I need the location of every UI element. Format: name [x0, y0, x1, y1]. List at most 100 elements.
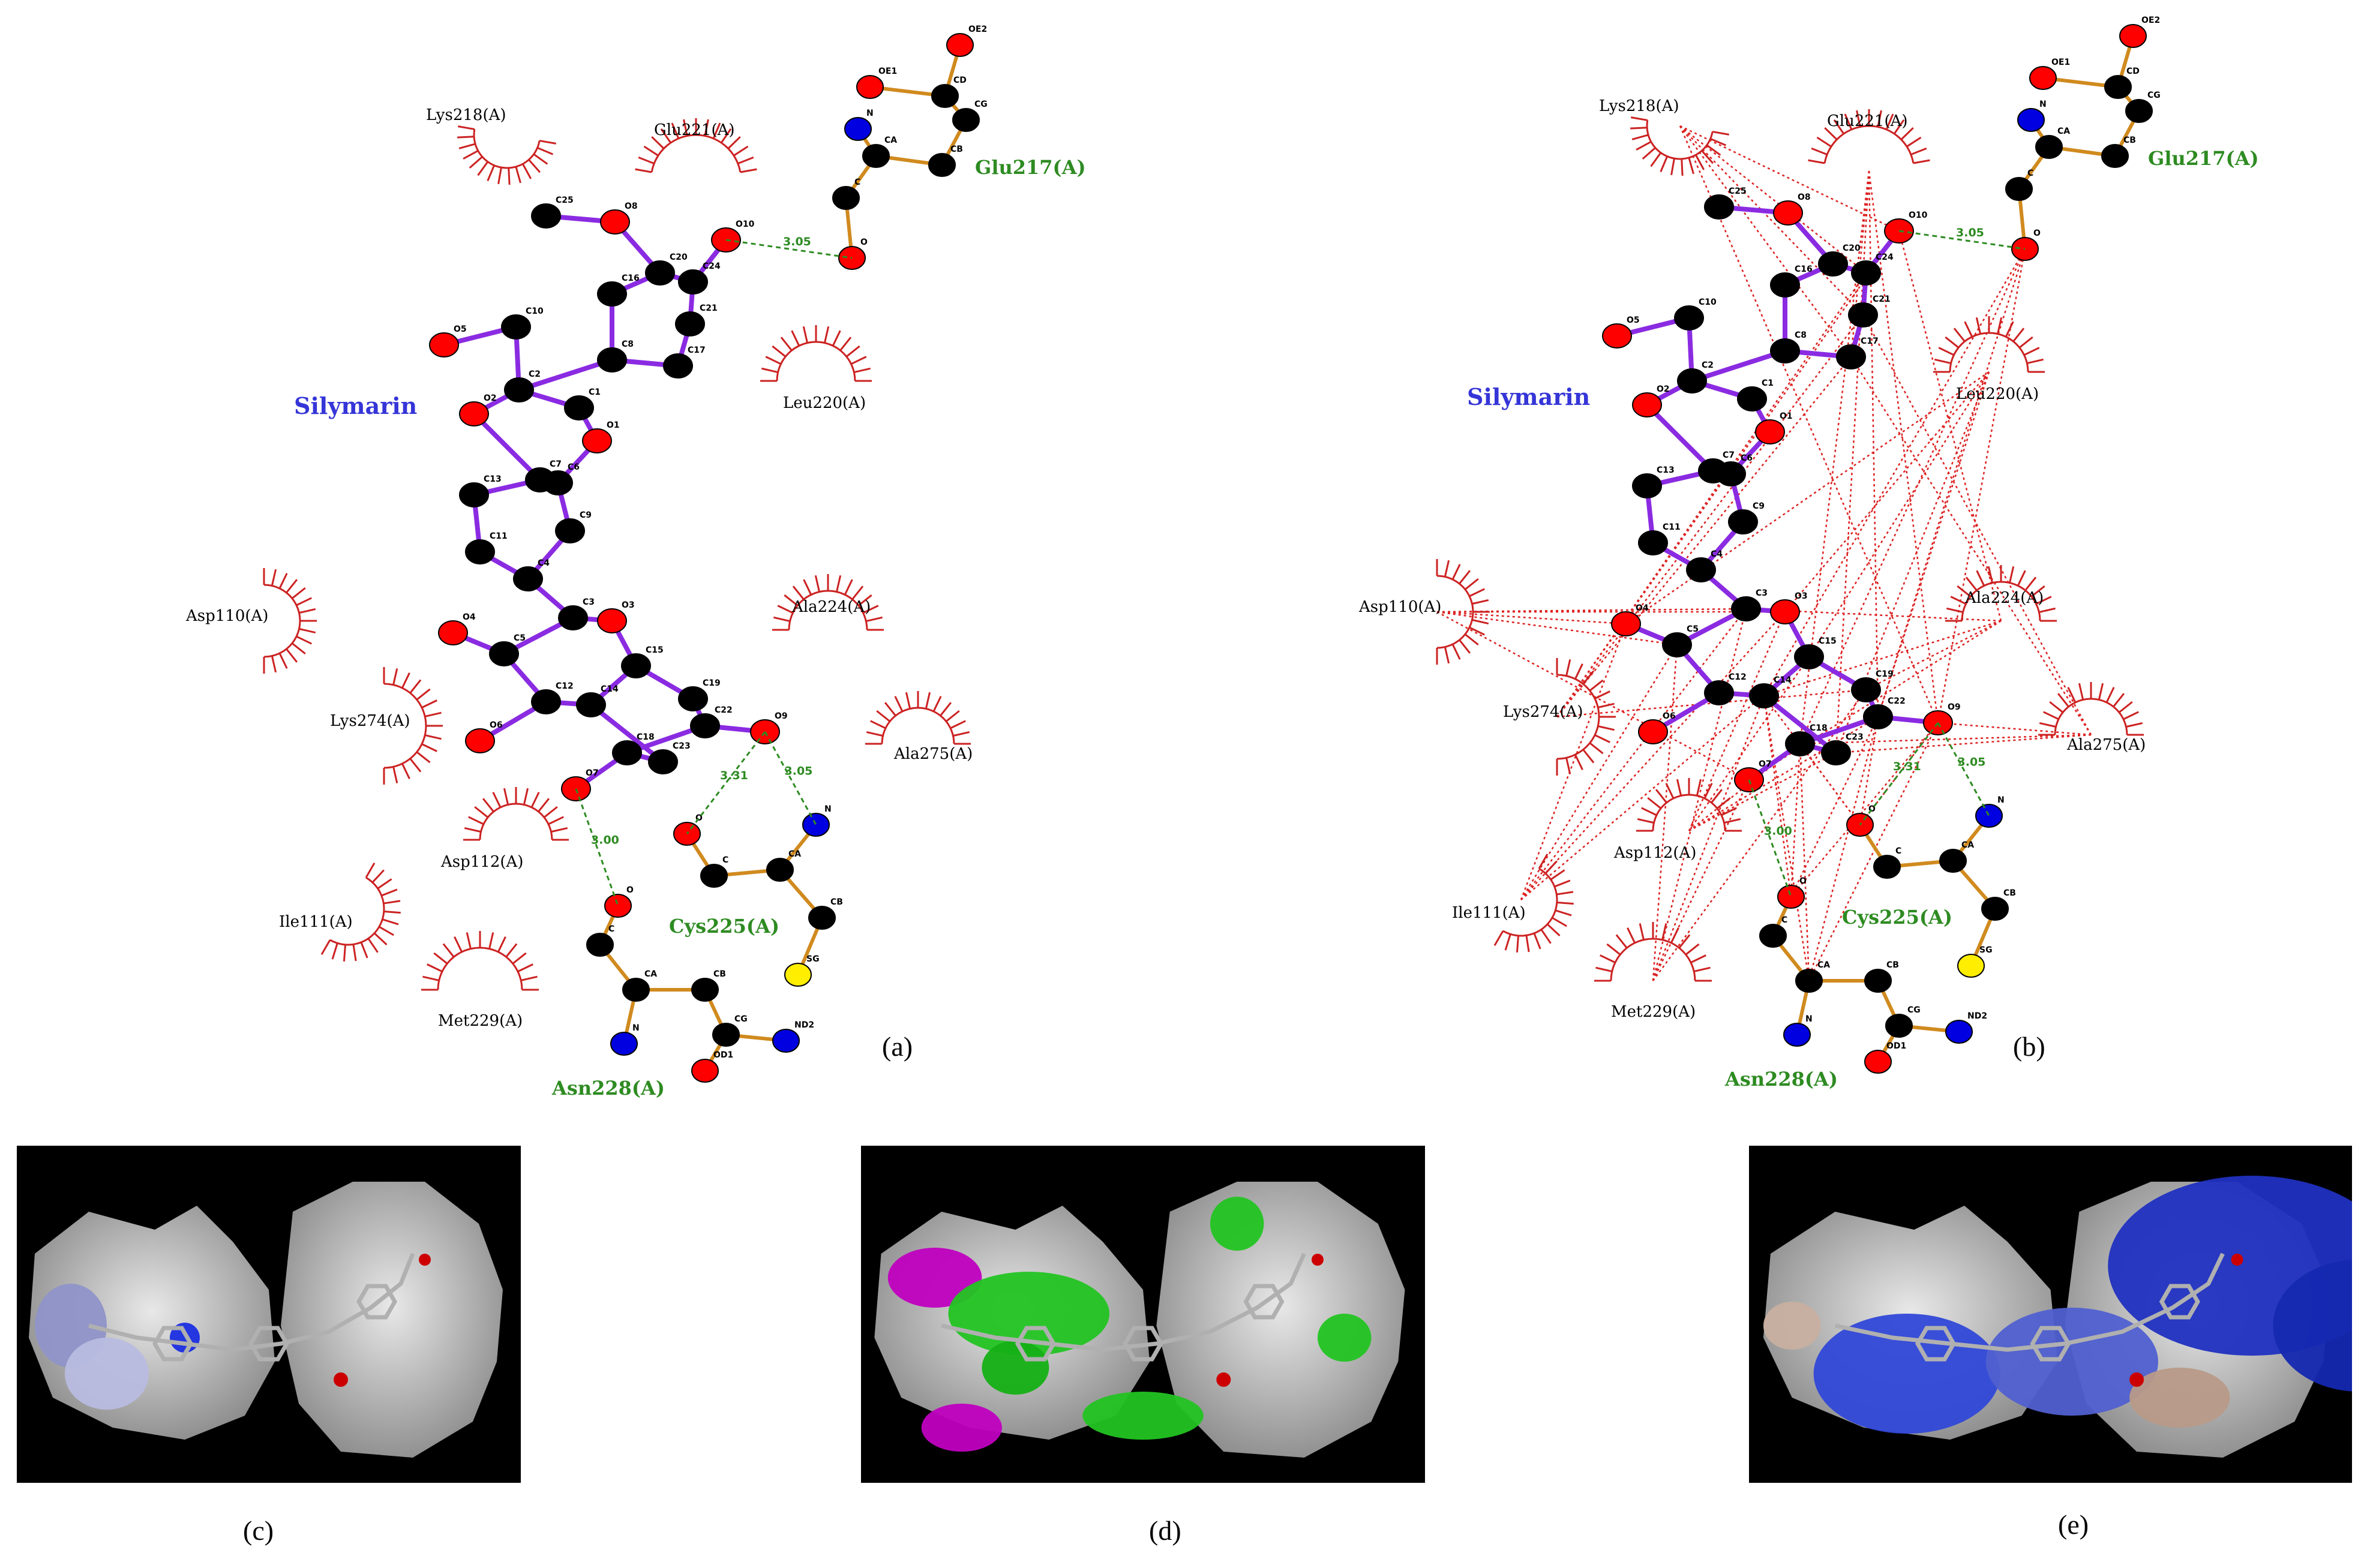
hbond-residue-label: Asn228(A) — [1724, 1068, 1838, 1091]
atom-label: C10 — [526, 307, 544, 316]
atom-label: C13 — [1657, 465, 1675, 475]
surface-patch — [1210, 1197, 1264, 1251]
hbond-distance: 3.05 — [785, 765, 813, 778]
atom-C15 — [621, 653, 651, 678]
atom-SG — [784, 963, 812, 987]
atom-C22 — [690, 713, 720, 738]
atom-N — [844, 117, 872, 141]
atom-label: O3 — [622, 600, 635, 610]
atom-label: CB — [2003, 888, 2016, 898]
atom-label: O8 — [1798, 193, 1811, 202]
atom-label: O5 — [454, 325, 467, 334]
atom-label: ND2 — [794, 1020, 814, 1030]
atom-C9 — [555, 518, 585, 543]
atom-label: C10 — [1699, 298, 1717, 307]
atom-label: C5 — [1687, 624, 1699, 634]
ligand-stick-model — [941, 1252, 1306, 1362]
atom-label: C23 — [1846, 732, 1864, 742]
atom-C — [1759, 924, 1787, 948]
residue-label: Asp110(A) — [1358, 598, 1441, 616]
atom-C — [832, 186, 860, 210]
atom-label: C — [1895, 846, 1901, 856]
atom-N — [2017, 108, 2045, 132]
hydrophobic-arc-4 — [772, 574, 884, 631]
residue-label: Lys218(A) — [1599, 97, 1679, 115]
atom-C19 — [1851, 677, 1881, 702]
hbond-residue-label: Cys225(A) — [1842, 906, 1952, 929]
atom-label: CB — [713, 969, 726, 979]
atom-ND2 — [772, 1029, 800, 1053]
hbond — [575, 788, 619, 906]
atom-OD1 — [1864, 1050, 1892, 1074]
surface-patch — [1813, 1314, 2000, 1434]
ligplot-b: Lys218(A)Glu221(A)Leu220(A)Asp110(A)Ala2… — [1358, 16, 2259, 1091]
atom-label: C20 — [670, 253, 688, 262]
ligand-stick-model — [1834, 1252, 2225, 1362]
atom-C24 — [678, 269, 708, 295]
atom-label: C9 — [1753, 501, 1765, 511]
atom-label: C — [854, 178, 860, 187]
atom-label: CA — [2057, 127, 2070, 136]
ligand-bond — [1691, 349, 1786, 383]
atom-label: O — [626, 885, 634, 895]
atom-label: C9 — [580, 510, 592, 520]
residue-label: Asp110(A) — [185, 607, 268, 625]
atom-CA — [1939, 849, 1967, 873]
surface-patch — [1763, 1302, 1821, 1350]
atom-label: CG — [974, 100, 988, 109]
residue-label: Asp112(A) — [1613, 844, 1696, 862]
atom-CD — [2104, 75, 2132, 99]
hydrophobic-arc-3 — [263, 568, 317, 674]
ligand-bond — [472, 412, 542, 482]
atom-O4 — [1611, 611, 1641, 636]
ligand-bond — [518, 358, 613, 392]
residue-label: Lys274(A) — [1503, 703, 1583, 721]
atom-label: C13 — [484, 474, 502, 484]
hbond — [1748, 779, 1792, 897]
atom-C12 — [1704, 680, 1734, 705]
atom-O4 — [438, 620, 468, 645]
atom-label: C25 — [1729, 187, 1747, 196]
atom-CG — [2125, 99, 2153, 123]
surface-view-e — [1749, 1146, 2352, 1483]
atom-label: C6 — [568, 462, 580, 472]
residue-label: Ala275(A) — [2066, 736, 2146, 754]
atom-label: C8 — [1795, 331, 1807, 340]
hbond — [686, 731, 766, 834]
protein-surface-right — [1156, 1182, 1405, 1458]
atom-C19 — [678, 686, 708, 711]
atom-CA — [1795, 969, 1823, 993]
atom-C10 — [501, 314, 531, 340]
atom-CB — [928, 153, 956, 177]
atom-label: C16 — [1795, 265, 1813, 274]
hydrophobic-arc-5 — [1556, 658, 1616, 776]
atom-CG — [712, 1023, 740, 1047]
atom-C11 — [1638, 530, 1668, 555]
atom-ND2 — [1945, 1020, 1973, 1044]
atom-C16 — [1770, 272, 1800, 298]
atom-label: CD — [2126, 67, 2140, 76]
atom-O5 — [1602, 323, 1632, 349]
atom-label: C25 — [556, 196, 574, 205]
hbond-residue-label: Glu217(A) — [2148, 147, 2259, 170]
atom-label: O10 — [736, 220, 755, 229]
atom-O3 — [597, 608, 627, 633]
atom-label: C7 — [1723, 450, 1735, 460]
atom-label: C1 — [589, 388, 601, 397]
atom-label: C24 — [1876, 253, 1894, 262]
atom-label: N — [824, 804, 832, 814]
atom-label: C22 — [715, 705, 733, 715]
atom-label: C — [2027, 169, 2033, 178]
atom-label: CA — [884, 136, 897, 145]
atom-label: C4 — [538, 558, 550, 568]
atom-label: O1 — [607, 420, 620, 430]
residue-label: Ile111(A) — [279, 913, 353, 931]
atom-C6 — [1716, 461, 1746, 486]
atom-label: O6 — [490, 720, 503, 730]
ligand-silymarin: C25O8O10C20C16C24C21O5C10C8C17C2O2C1O1C7… — [429, 196, 788, 801]
atom-label: C20 — [1843, 244, 1861, 253]
atom-label: ND2 — [1967, 1011, 1987, 1021]
atom-N — [610, 1032, 638, 1056]
